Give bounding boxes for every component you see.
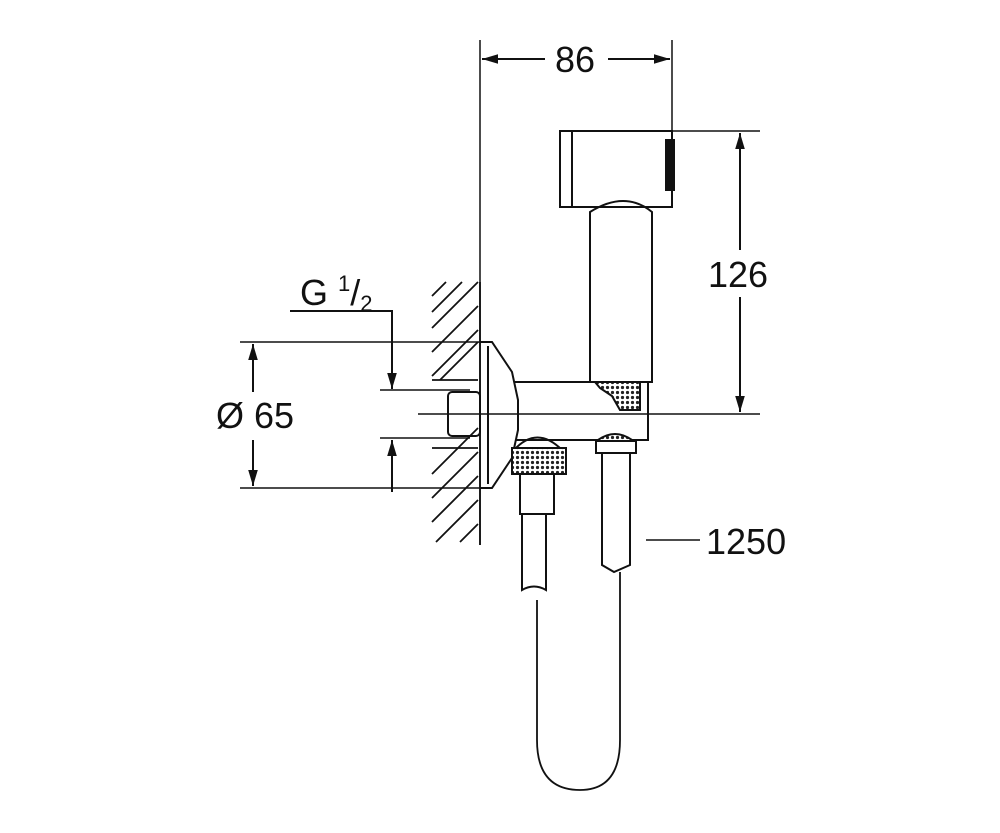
- holder-pin: [595, 433, 700, 574]
- thread-nipple: [447, 391, 481, 437]
- thread-prefix: G: [300, 272, 329, 313]
- thread-label: G 1/2: [300, 272, 373, 315]
- dimension-diameter-label: Ø 65: [216, 395, 295, 436]
- dimension-126-label: 126: [708, 254, 769, 295]
- width-dimension: [479, 40, 673, 545]
- thread-slash: /: [350, 272, 361, 313]
- thread-dimension: [290, 310, 470, 492]
- hose-length-label: 1250: [706, 521, 787, 562]
- elbow-body: [515, 381, 649, 441]
- thread-denominator: 2: [360, 291, 373, 316]
- dimension-86-label: 86: [555, 39, 596, 80]
- hand-shower: [559, 130, 675, 411]
- height-dimension: [650, 130, 760, 415]
- hose-connector: [511, 436, 567, 592]
- thread-numerator: 1: [338, 271, 351, 296]
- diameter-dimension: [240, 341, 485, 489]
- hose-loop: [536, 572, 621, 791]
- wall-flange: [480, 341, 519, 489]
